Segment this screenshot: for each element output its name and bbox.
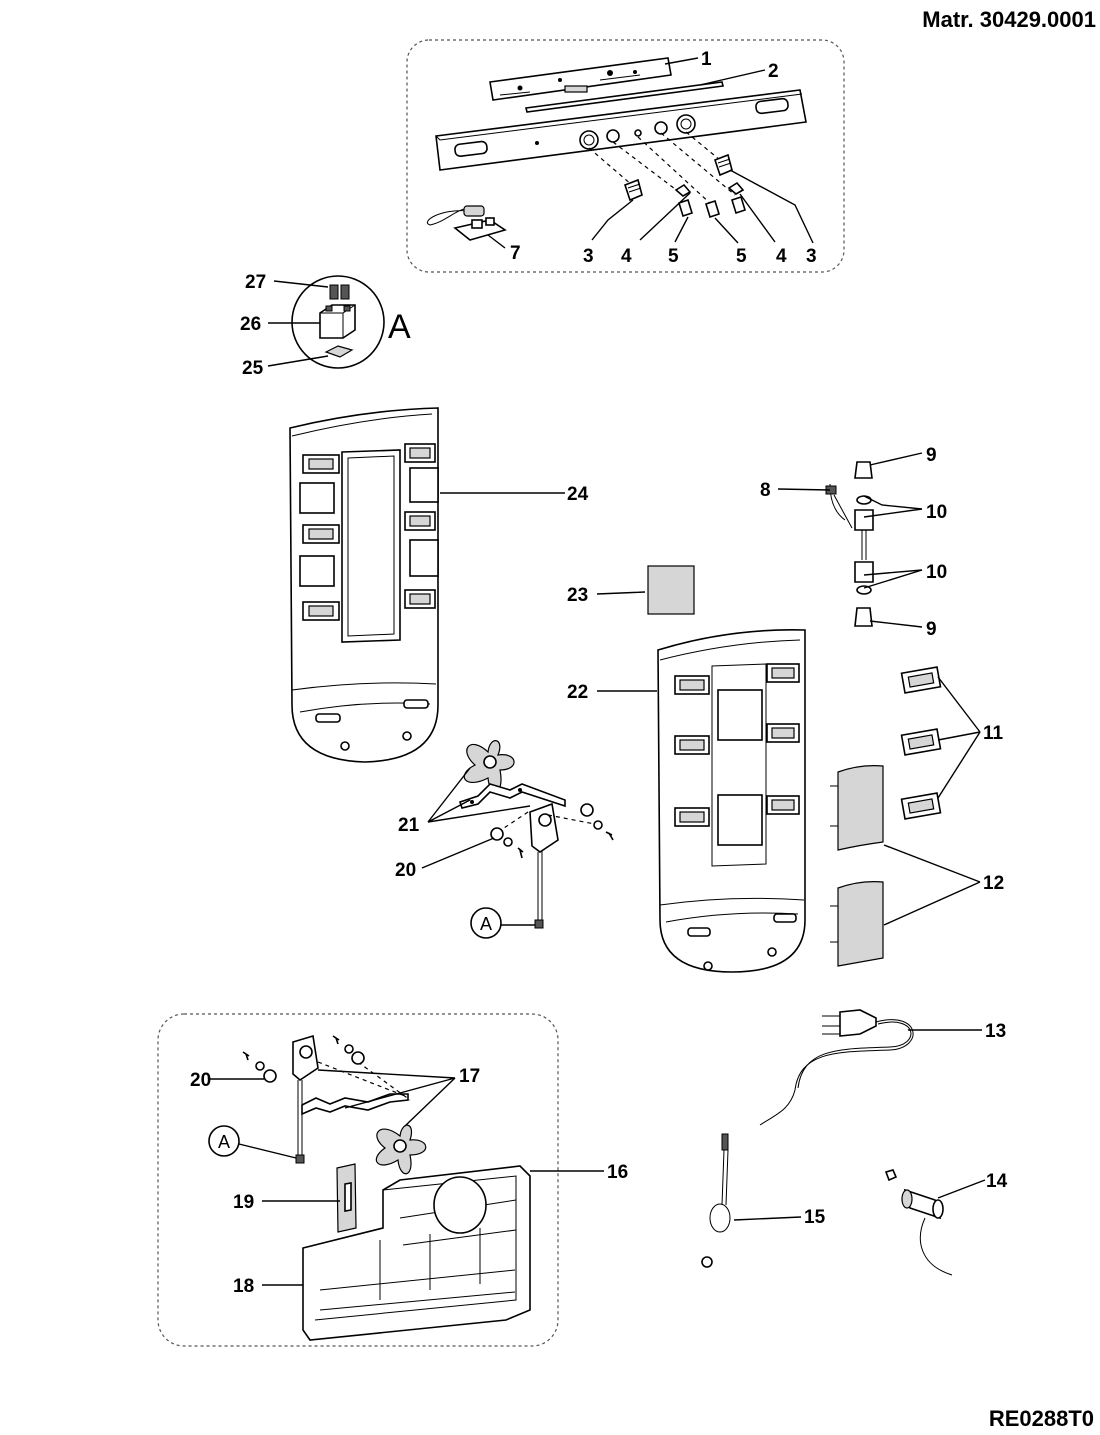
drawing-code: RE0288T0 (989, 1406, 1094, 1431)
air-flaps (830, 765, 884, 967)
label-part-19: 19 (233, 1192, 254, 1213)
label-part-7: 7 (510, 243, 521, 264)
control-panel-assembly (427, 57, 807, 241)
temperature-probe (701, 1133, 731, 1268)
label-part-17: 17 (459, 1066, 480, 1087)
label-part-24: 24 (567, 484, 589, 505)
label-part-27: 27 (245, 272, 266, 293)
leader-lines (210, 57, 986, 1286)
part-number-labels: 1 2 3 4 5 5 4 3 7 27 26 25 24 8 9 10 10 … (190, 49, 1008, 1297)
label-part-23: 23 (567, 585, 588, 606)
label-part-26: 26 (240, 314, 261, 335)
label-part-5-left: 5 (668, 246, 679, 267)
label-part-20-top: 20 (395, 860, 416, 881)
fan-motor-assembly-upper (458, 740, 614, 929)
relay-detail (319, 284, 356, 358)
label-part-16: 16 (607, 1162, 628, 1183)
label-part-3-left: 3 (583, 246, 594, 267)
label-part-3-right: 3 (806, 246, 817, 267)
label-part-10-top: 10 (926, 502, 947, 523)
connector-a-label-upper: A (480, 914, 492, 934)
fan-box-assembly (242, 1034, 531, 1341)
label-part-12: 12 (983, 873, 1004, 894)
material-code: Matr. 30429.0001 (922, 7, 1096, 32)
label-part-9-top: 9 (926, 445, 937, 466)
label-part-2: 2 (768, 61, 779, 82)
label-part-4-right: 4 (776, 246, 787, 267)
label-part-22: 22 (567, 682, 588, 703)
rear-cover-panel (289, 407, 439, 763)
label-part-8: 8 (760, 480, 771, 501)
label-part-4-left: 4 (621, 246, 632, 267)
label-part-20-bottom: 20 (190, 1070, 211, 1091)
rating-label (647, 565, 695, 615)
label-part-10-bottom: 10 (926, 562, 947, 583)
power-cord (759, 1009, 914, 1126)
label-part-18: 18 (233, 1276, 254, 1297)
label-part-14: 14 (986, 1171, 1008, 1192)
detail-marker-a: A (388, 308, 411, 346)
label-part-15: 15 (804, 1207, 826, 1228)
control-panel-group-outline (406, 39, 845, 273)
vent-grilles (900, 666, 942, 820)
connector-a-marker-upper (470, 907, 502, 939)
label-part-9-bottom: 9 (926, 619, 937, 640)
label-part-21: 21 (398, 815, 420, 836)
label-part-11: 11 (983, 723, 1004, 744)
connector-a-marker-lower (208, 1125, 240, 1157)
label-part-1: 1 (701, 49, 712, 70)
label-part-5-right: 5 (736, 246, 747, 267)
fan-box-group-outline (157, 1013, 559, 1347)
label-part-13: 13 (985, 1021, 1006, 1042)
connector-a-label-lower: A (218, 1132, 230, 1152)
label-part-25: 25 (242, 358, 264, 379)
capacitor (884, 1169, 953, 1276)
lamp-holder-assembly (825, 461, 874, 627)
evaporator-cover-panel (657, 629, 806, 973)
